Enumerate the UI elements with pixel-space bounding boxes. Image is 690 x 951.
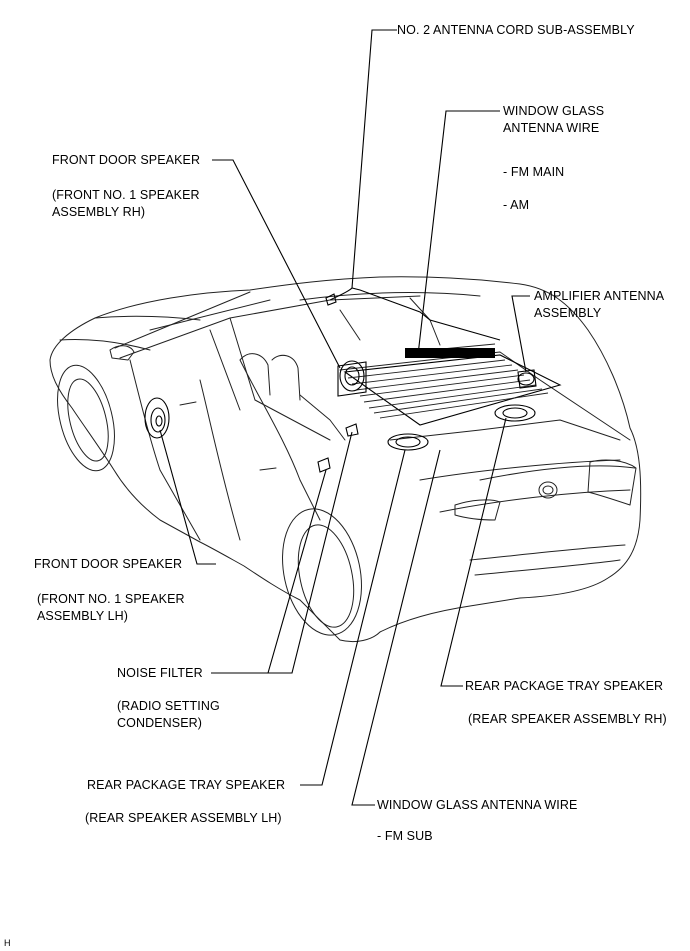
label-front-door-lh: FRONT DOOR SPEAKER (34, 557, 183, 571)
label-fm-main: - FM MAIN (503, 165, 565, 179)
antenna-cord (329, 287, 501, 341)
leader-lines (159, 29, 530, 806)
label-noise-filter-sub-2: CONDENSER) (117, 716, 203, 730)
rear-window-antenna-grid (343, 343, 562, 426)
label-front-door-rh-sub-1: (FRONT NO. 1 SPEAKER (52, 188, 200, 202)
label-window-glass-top-2: ANTENNA WIRE (503, 121, 600, 135)
label-front-door-lh-sub-2: ASSEMBLY LH) (37, 609, 129, 623)
front-wheel (57, 364, 115, 472)
label-rear-tray-rh: REAR PACKAGE TRAY SPEAKER (465, 679, 664, 693)
label-front-door-lh-sub-1: (FRONT NO. 1 SPEAKER (37, 592, 185, 606)
noise-filters (317, 423, 359, 473)
front-door-speaker-lh (144, 397, 170, 439)
car-outline (49, 276, 642, 643)
label-front-door-rh-sub-2: ASSEMBLY RH) (52, 205, 146, 219)
rear-speaker-lh (387, 433, 429, 451)
label-rear-tray-rh-sub: (REAR SPEAKER ASSEMBLY RH) (468, 712, 667, 726)
label-front-door-rh: FRONT DOOR SPEAKER (52, 153, 201, 167)
label-noise-filter-sub-1: (RADIO SETTING (117, 699, 220, 713)
label-amplifier-2: ASSEMBLY (534, 306, 602, 320)
label-window-glass-bottom: WINDOW GLASS ANTENNA WIRE (377, 798, 578, 812)
label-antenna-cord: NO. 2 ANTENNA CORD SUB-ASSEMBLY (397, 23, 635, 37)
front-door-speaker-rh (337, 360, 367, 397)
label-fm-sub: - FM SUB (377, 829, 433, 843)
label-noise-filter: NOISE FILTER (117, 666, 203, 680)
label-rear-tray-lh: REAR PACKAGE TRAY SPEAKER (87, 778, 286, 792)
rear-wheel (282, 508, 362, 636)
amplifier-antenna-assembly (517, 369, 537, 389)
label-am: - AM (503, 198, 530, 212)
label-window-glass-top-1: WINDOW GLASS (503, 104, 605, 118)
label-rear-tray-lh-sub: (REAR SPEAKER ASSEMBLY LH) (85, 811, 282, 825)
emblem (538, 481, 558, 499)
car-body (49, 276, 642, 643)
corner-mark: H (4, 938, 11, 948)
label-amplifier-1: AMPLIFIER ANTENNA (534, 289, 665, 303)
rear-speaker-rh (494, 404, 536, 422)
